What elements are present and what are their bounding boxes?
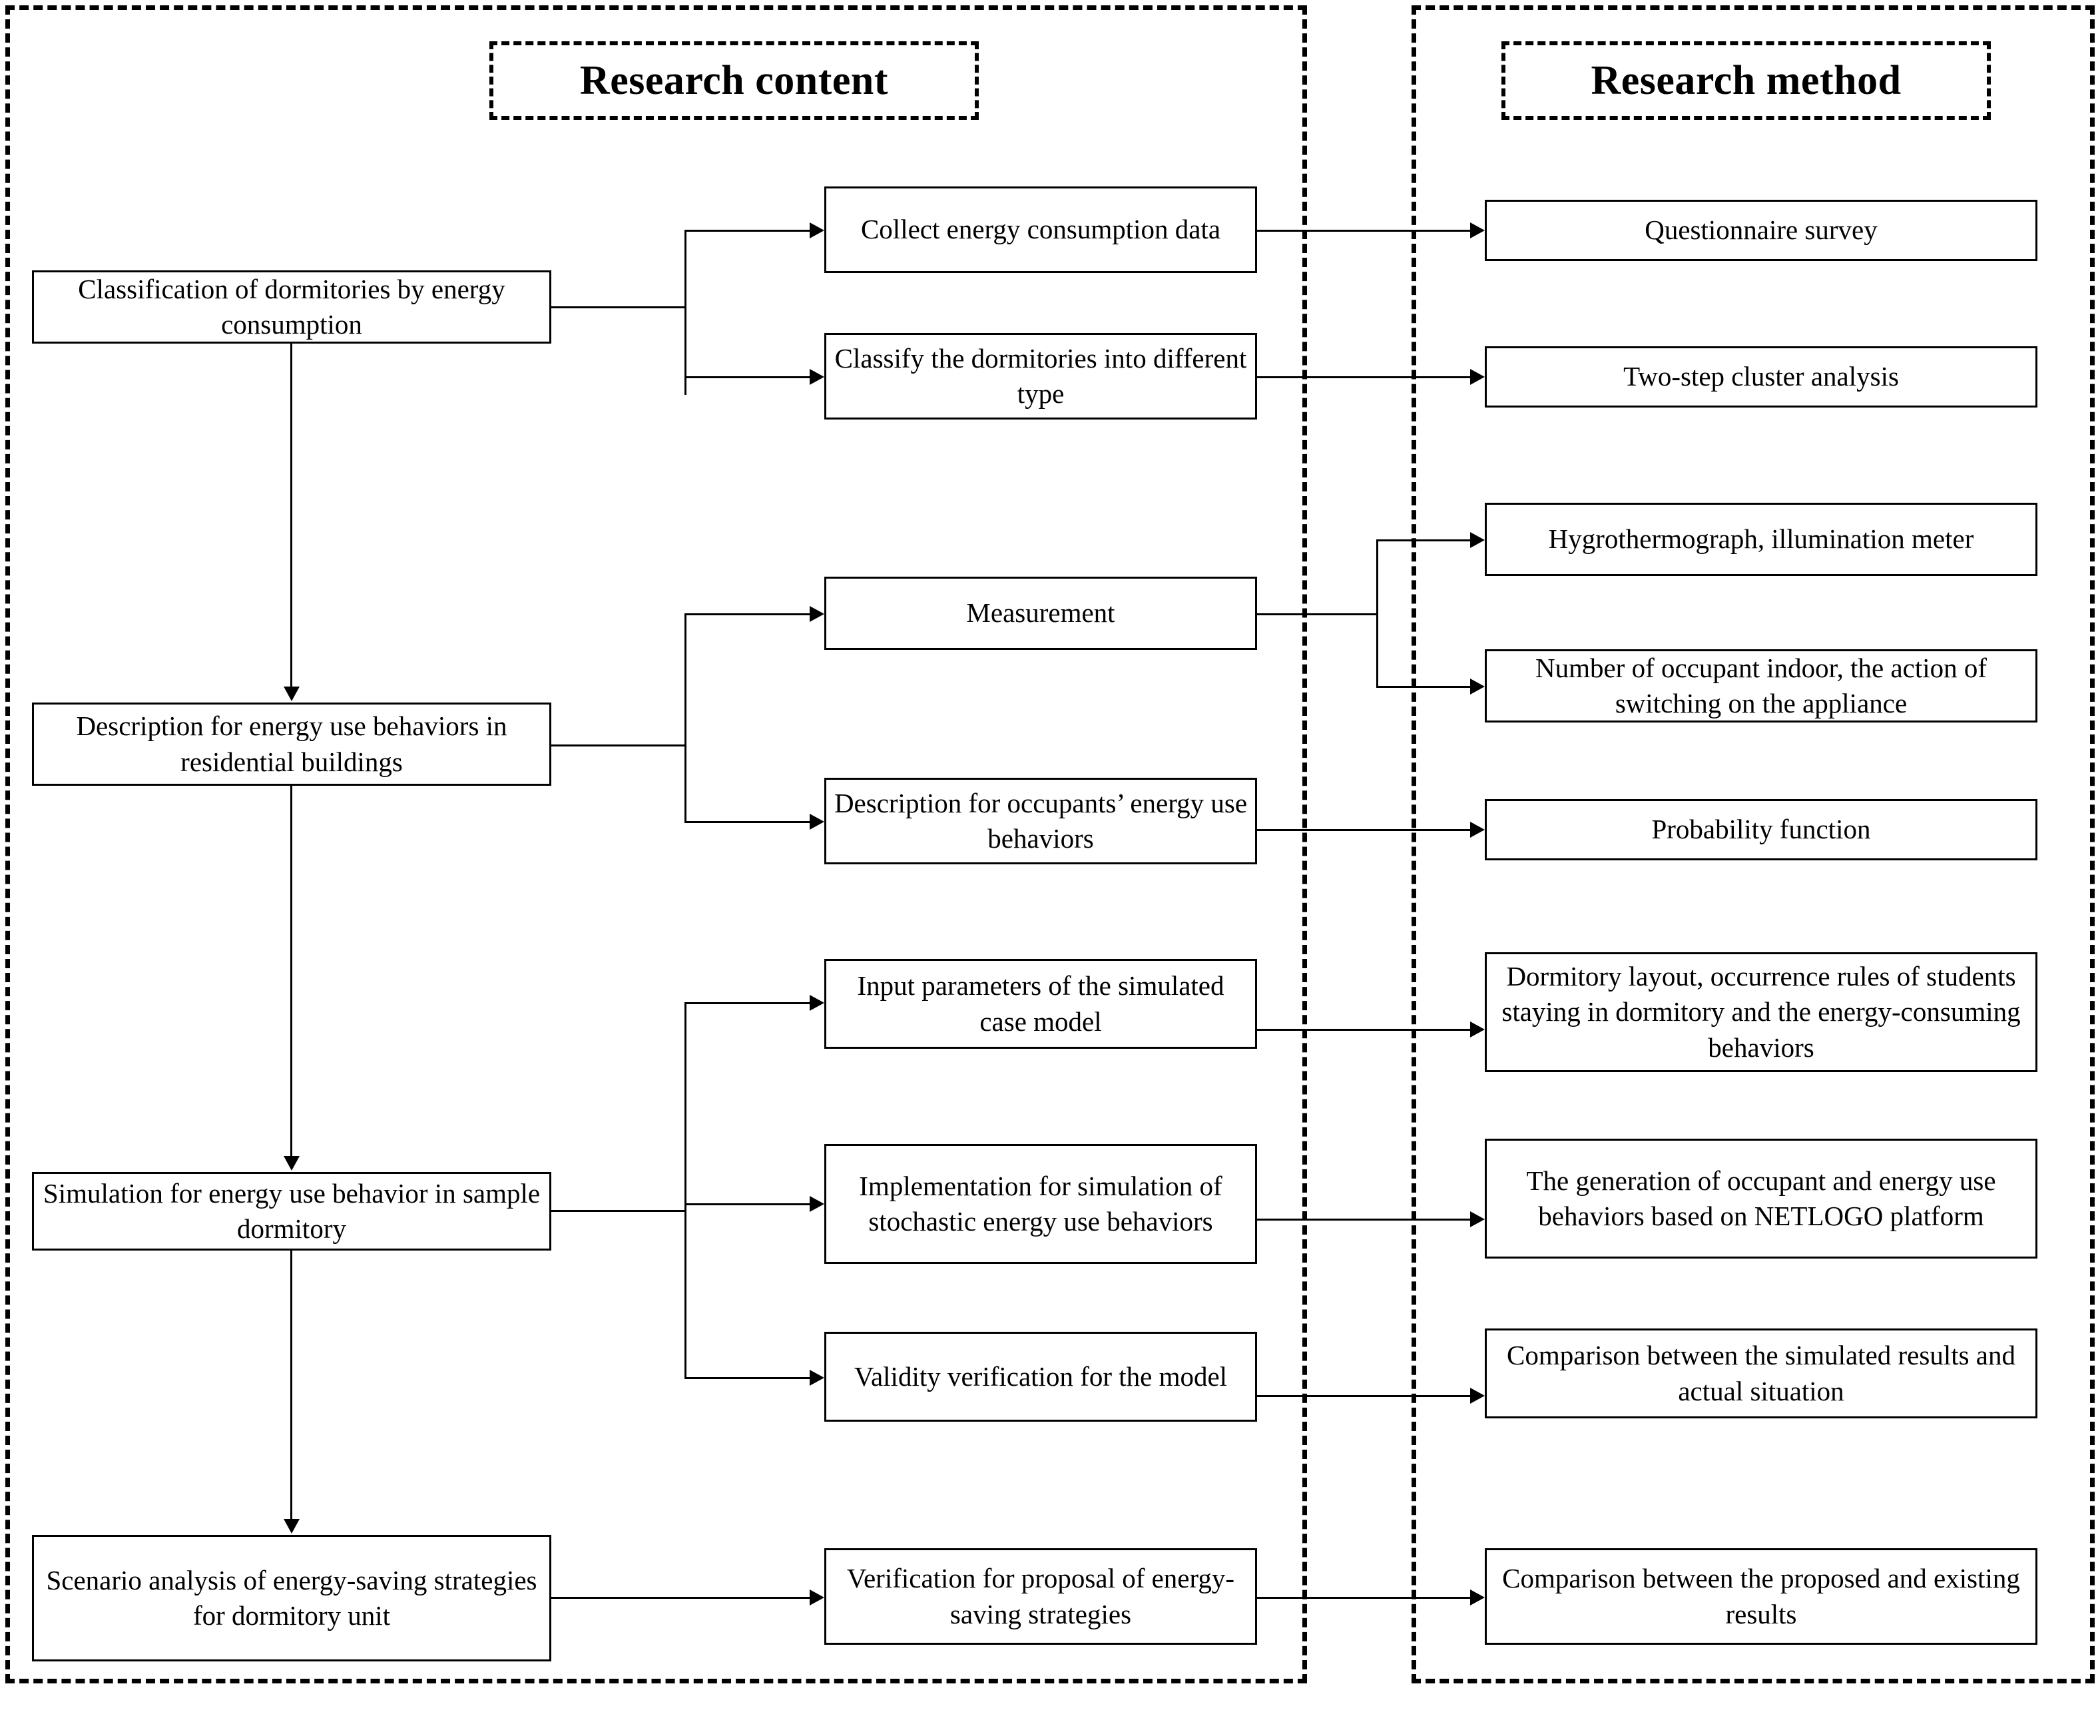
content-box-measurement[interactable]: Measurement — [824, 577, 1257, 650]
arrowhead-stage2-to-c2b — [810, 814, 824, 830]
arrowhead-c2a-to-m2b — [1470, 679, 1485, 695]
stage-box-description[interactable]: Description for energy use behaviors in … — [32, 703, 551, 786]
method-box-comparison-simulated-actual[interactable]: Comparison between the simulated results… — [1485, 1328, 2037, 1418]
arrowhead-c1a-to-m1a — [1470, 222, 1485, 238]
connector-stage2-to-c2b — [684, 821, 810, 823]
connector-stage3-fan — [684, 1002, 686, 1377]
arrowhead-stage1-to-stage2 — [284, 687, 300, 701]
connector-stage3-out — [551, 1210, 686, 1212]
content-box-input-parameters[interactable]: Input parameters of the simulated case m… — [824, 959, 1257, 1049]
content-box-verification-proposal[interactable]: Verification for proposal of energy-savi… — [824, 1548, 1257, 1645]
connector-c2a-to-m2a — [1376, 539, 1470, 541]
connector-c2a-out — [1257, 613, 1378, 615]
content-box-collect-energy-data[interactable]: Collect energy consumption data — [824, 186, 1257, 273]
connector-stage1-to-c1b — [684, 376, 810, 378]
connector-c2a-branch — [1376, 539, 1378, 686]
connector-stage4-to-c4a — [551, 1597, 810, 1599]
method-box-dormitory-layout[interactable]: Dormitory layout, occurrence rules of st… — [1485, 952, 2037, 1072]
method-box-questionnaire-survey[interactable]: Questionnaire survey — [1485, 200, 2037, 261]
research-method-title: Research method — [1501, 41, 1991, 120]
arrowhead-stage2-to-stage3 — [284, 1156, 300, 1171]
connector-stage2-to-stage3 — [290, 786, 292, 1156]
stage-box-classification[interactable]: Classification of dormitories by energy … — [32, 270, 551, 344]
connector-c4a-to-m4a — [1257, 1597, 1470, 1599]
arrowhead-stage3-to-c3b — [810, 1196, 824, 1212]
arrowhead-c3a-to-m3a — [1470, 1021, 1485, 1037]
connector-c2b-to-m2c — [1257, 829, 1470, 831]
stage-box-scenario-analysis[interactable]: Scenario analysis of energy-saving strat… — [32, 1535, 551, 1661]
arrowhead-c1b-to-m1b — [1470, 369, 1485, 385]
arrowhead-stage1-to-c1b — [810, 369, 824, 385]
connector-stage1-to-stage2 — [290, 344, 292, 687]
connector-stage1-to-c1a — [684, 230, 810, 232]
arrowhead-c3c-to-m3c — [1470, 1388, 1485, 1404]
content-box-classify-dormitories[interactable]: Classify the dormitories into different … — [824, 333, 1257, 420]
method-box-comparison-proposed-existing[interactable]: Comparison between the proposed and exis… — [1485, 1548, 2037, 1645]
connector-stage3-to-c3b — [684, 1203, 810, 1205]
stage-box-simulation[interactable]: Simulation for energy use behavior in sa… — [32, 1172, 551, 1251]
connector-stage2-out — [551, 744, 686, 746]
research-method-panel — [1412, 5, 2095, 1683]
arrowhead-c2b-to-m2c — [1470, 822, 1485, 838]
connector-c3c-to-m3c — [1257, 1395, 1470, 1397]
arrowhead-stage3-to-c3a — [810, 995, 824, 1011]
arrowhead-stage3-to-stage4 — [284, 1519, 300, 1534]
method-box-probability-function[interactable]: Probability function — [1485, 799, 2037, 860]
arrowhead-c4a-to-m4a — [1470, 1590, 1485, 1605]
method-box-occupant-indoor-count[interactable]: Number of occupant indoor, the action of… — [1485, 649, 2037, 723]
arrowhead-stage2-to-c2a — [810, 606, 824, 622]
method-box-netlogo-generation[interactable]: The generation of occupant and energy us… — [1485, 1139, 2037, 1259]
arrowhead-stage1-to-c1a — [810, 222, 824, 238]
content-box-validity-verification[interactable]: Validity verification for the model — [824, 1332, 1257, 1422]
connector-c1a-to-m1a — [1257, 230, 1470, 232]
arrowhead-stage3-to-c3c — [810, 1370, 824, 1386]
connector-stage1-out — [551, 306, 686, 308]
content-box-description-occupants-behaviors[interactable]: Description for occupants’ energy use be… — [824, 778, 1257, 864]
research-content-title: Research content — [489, 41, 979, 120]
method-box-hygrothermograph[interactable]: Hygrothermograph, illumination meter — [1485, 503, 2037, 576]
arrowhead-c2a-to-m2a — [1470, 532, 1485, 548]
arrowhead-stage4-to-c4a — [810, 1590, 824, 1605]
connector-c1b-to-m1b — [1257, 376, 1470, 378]
method-box-two-step-cluster[interactable]: Two-step cluster analysis — [1485, 346, 2037, 408]
connector-stage2-to-c2a — [684, 613, 810, 615]
connector-stage1-fan — [684, 230, 686, 395]
connector-c3a-to-m3a — [1257, 1029, 1470, 1031]
connector-stage3-to-stage4 — [290, 1251, 292, 1519]
content-box-implementation-simulation[interactable]: Implementation for simulation of stochas… — [824, 1144, 1257, 1264]
arrowhead-c3b-to-m3b — [1470, 1211, 1485, 1227]
connector-c3b-to-m3b — [1257, 1219, 1470, 1221]
connector-stage2-fan — [684, 613, 686, 821]
research-content-panel — [5, 5, 1307, 1683]
connector-stage3-to-c3c — [684, 1377, 810, 1379]
connector-stage3-to-c3a — [684, 1002, 810, 1004]
connector-c2a-to-m2b — [1376, 686, 1470, 688]
